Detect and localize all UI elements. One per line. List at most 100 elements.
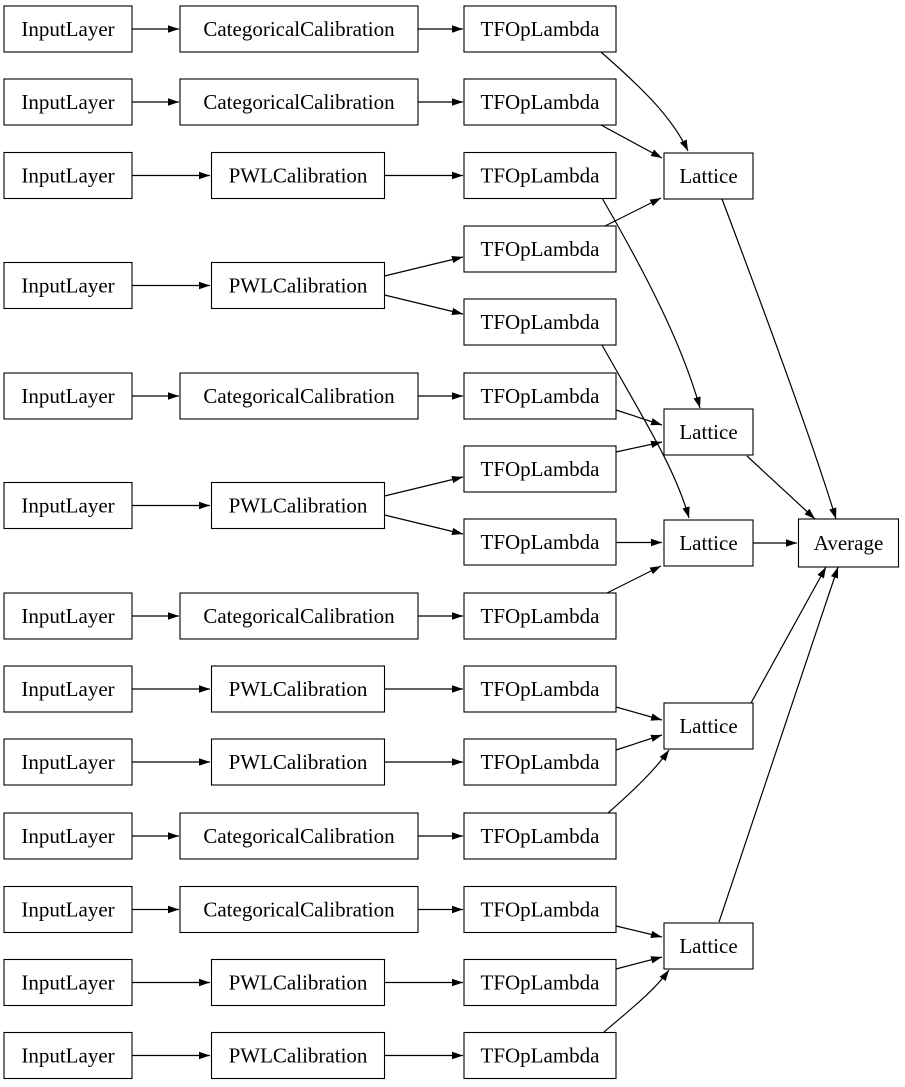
node-tf2: TFOpLambda [463, 78, 617, 126]
edge-tf11-lat4 [615, 734, 663, 751]
edge-lat4-avg [750, 566, 827, 704]
pwl-node-box [210, 665, 386, 713]
pwl-node-box [210, 738, 386, 786]
edge-tf10-lat4 [615, 706, 663, 721]
tfop-node-box [463, 298, 617, 346]
input-node-box [3, 958, 133, 1007]
tfop-node-label: TFOpLambda [481, 1044, 601, 1068]
categorical-node-box [179, 885, 419, 934]
node-in6: InputLayer [3, 481, 133, 530]
categorical-node-label: CategoricalCalibration [203, 384, 395, 408]
tfop-node-box [463, 78, 617, 126]
tfop-node-label: TFOpLambda [481, 530, 601, 554]
node-tf15: TFOpLambda [463, 1031, 617, 1080]
node-tf4: TFOpLambda [463, 225, 617, 273]
node-cal10: CategoricalCalibration [179, 812, 419, 860]
input-node-label: InputLayer [21, 274, 114, 298]
lattice-node-label: Lattice [679, 164, 737, 188]
edge-lat1-avg [721, 198, 837, 520]
input-node-box [3, 1031, 133, 1080]
node-in13: InputLayer [3, 1031, 133, 1080]
node-tf7: TFOpLambda [463, 445, 617, 493]
node-tf1: TFOpLambda [463, 5, 617, 53]
input-node-label: InputLayer [21, 494, 114, 518]
edge-cal6-tf7 [384, 475, 464, 497]
node-in7: InputLayer [3, 592, 133, 640]
edge-tf2-lat1 [600, 124, 663, 159]
node-lat4: Lattice [663, 702, 754, 750]
edges-layer [132, 25, 839, 1060]
nodes-layer: InputLayerInputLayerInputLayerInputLayer… [3, 5, 900, 1080]
pwl-node-label: PWLCalibration [229, 164, 368, 188]
edge-tf6-lat2 [615, 409, 663, 426]
tfop-node-label: TFOpLambda [481, 237, 601, 261]
lattice-node-label: Lattice [679, 420, 737, 444]
lattice-node-box [663, 408, 754, 456]
node-in2: InputLayer [3, 78, 133, 126]
edge-tf1-lat1 [600, 51, 689, 152]
input-node-label: InputLayer [21, 824, 114, 848]
input-node-box [3, 592, 133, 640]
edge-tf14-lat5 [615, 956, 663, 970]
node-in4: InputLayer [3, 261, 133, 310]
pwl-node-label: PWLCalibration [229, 750, 368, 774]
node-in12: InputLayer [3, 958, 133, 1007]
tfop-node-label: TFOpLambda [481, 824, 601, 848]
tfop-node-label: TFOpLambda [481, 604, 601, 628]
lattice-node-label: Lattice [679, 714, 737, 738]
tfop-node-box [463, 958, 617, 1007]
input-node-box [3, 665, 133, 713]
lattice-node-box [663, 519, 754, 567]
input-node-box [3, 151, 133, 200]
node-tf9: TFOpLambda [463, 592, 617, 640]
input-node-label: InputLayer [21, 1044, 114, 1068]
node-lat1: Lattice [663, 152, 754, 200]
node-avg: Average [797, 518, 900, 568]
tfop-node-label: TFOpLambda [481, 898, 601, 922]
tfop-node-box [463, 5, 617, 53]
node-in3: InputLayer [3, 151, 133, 200]
node-in5: InputLayer [3, 372, 133, 420]
input-node-label: InputLayer [21, 971, 114, 995]
input-node-box [3, 78, 133, 126]
edge-tf9-lat3 [606, 565, 662, 594]
categorical-node-label: CategoricalCalibration [203, 898, 395, 922]
pwl-node-label: PWLCalibration [229, 677, 368, 701]
node-cal7: CategoricalCalibration [179, 592, 419, 640]
tfop-node-label: TFOpLambda [481, 457, 601, 481]
node-cal4: PWLCalibration [210, 261, 386, 310]
edge-lat5-avg [718, 566, 839, 923]
pwl-node-box [210, 151, 386, 200]
input-node-box [3, 812, 133, 860]
node-cal2: CategoricalCalibration [179, 78, 419, 126]
edge-cal4-tf5 [384, 294, 464, 316]
node-cal12: PWLCalibration [210, 958, 386, 1007]
categorical-node-box [179, 372, 419, 420]
categorical-node-box [179, 5, 419, 53]
pwl-node-label: PWLCalibration [229, 971, 368, 995]
categorical-node-box [179, 812, 419, 860]
tfop-node-box [463, 518, 617, 566]
node-cal11: CategoricalCalibration [179, 885, 419, 934]
input-node-label: InputLayer [21, 17, 114, 41]
pwl-node-label: PWLCalibration [229, 1044, 368, 1068]
input-node-label: InputLayer [21, 90, 114, 114]
input-node-box [3, 885, 133, 934]
lattice-node-box [663, 152, 754, 200]
input-node-label: InputLayer [21, 898, 114, 922]
tfop-node-box [463, 445, 617, 493]
tfop-node-box [463, 812, 617, 860]
tfop-node-box [463, 665, 617, 713]
categorical-node-box [179, 78, 419, 126]
input-node-label: InputLayer [21, 677, 114, 701]
input-node-box [3, 5, 133, 53]
tfop-node-label: TFOpLambda [481, 310, 601, 334]
edge-tf4-lat1 [604, 197, 662, 227]
input-node-label: InputLayer [21, 750, 114, 774]
tfop-node-box [463, 225, 617, 273]
edge-tf3-lat2 [601, 197, 701, 409]
tfop-node-label: TFOpLambda [481, 17, 601, 41]
tfop-node-label: TFOpLambda [481, 164, 601, 188]
pwl-node-box [210, 958, 386, 1007]
